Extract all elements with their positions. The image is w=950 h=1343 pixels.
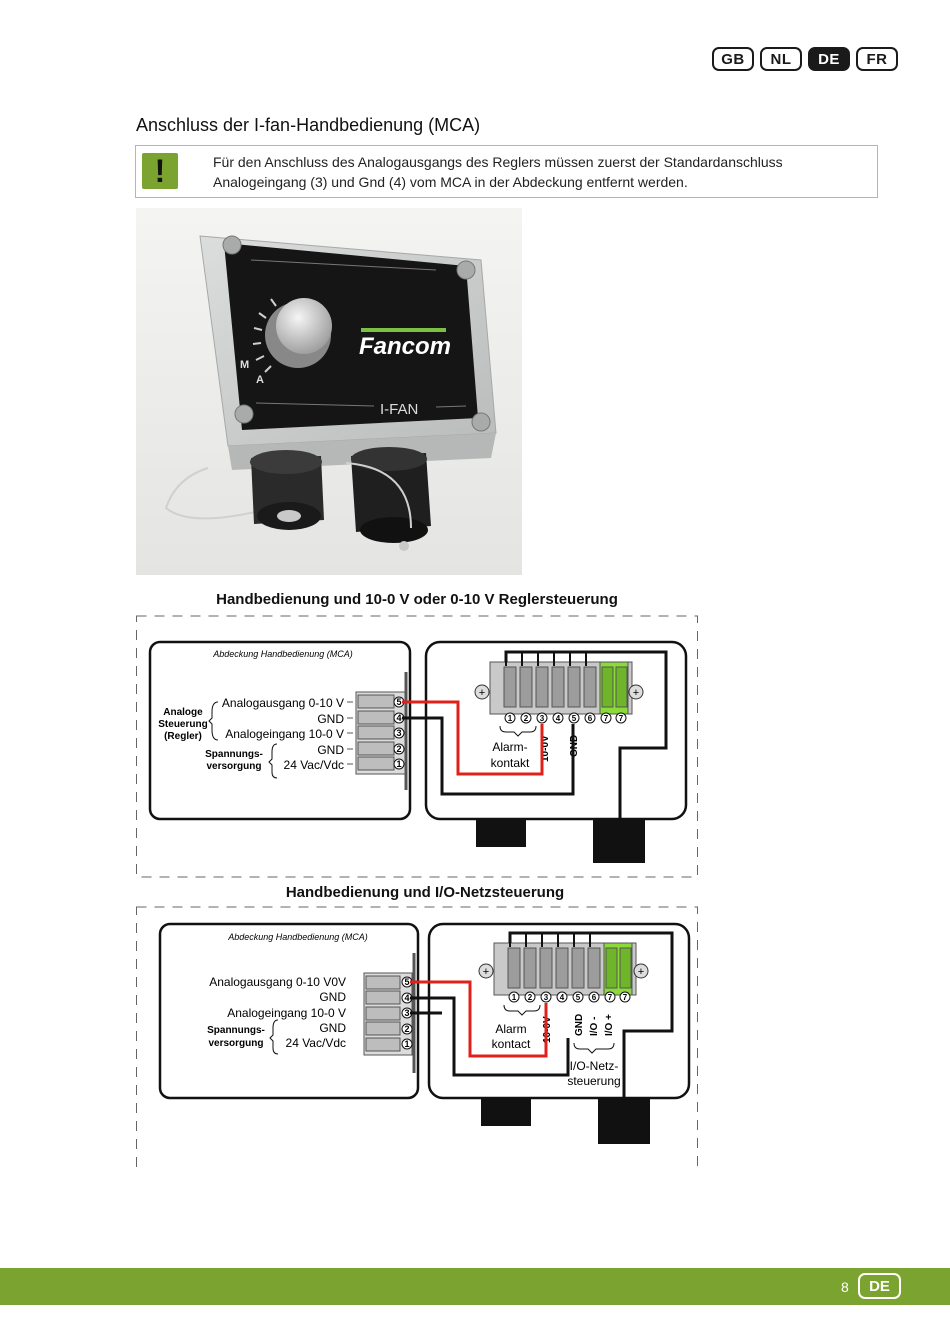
alarm2-label-1: Alarm	[495, 1022, 526, 1036]
wire2-red	[410, 980, 548, 1058]
terminal2-5: 5	[576, 993, 581, 1002]
notice-line-1: Für den Anschluss des Analogausgangs des…	[213, 154, 783, 170]
dial-label-m: M	[240, 359, 249, 371]
diagram-1-title: Handbedienung und 10-0 V oder 0-10 V Reg…	[216, 591, 618, 608]
dial-label-a: A	[256, 374, 264, 386]
mca-terminals	[357, 694, 395, 771]
row2-label-3: Analogeingang 10-0 V	[227, 1006, 346, 1020]
pin-3: 3	[396, 728, 401, 738]
pin-1: 1	[396, 759, 401, 769]
svg-text:+: +	[638, 966, 644, 978]
dial-scale	[252, 298, 277, 373]
group-analog-3: (Regler)	[164, 731, 202, 742]
wire-black	[402, 716, 575, 796]
cover-label-2: Abdeckung Handbedienung (MCA)	[227, 932, 368, 942]
warning-icon: !	[142, 153, 178, 189]
wiring-diagram-1: Abdeckung Handbedienung (MCA) Analoge St…	[136, 615, 698, 878]
svg-text:+: +	[479, 687, 485, 699]
pin2-5: 5	[404, 977, 409, 987]
io-control-label-1: I/O-Netz-	[570, 1059, 619, 1073]
terminal-4: 4	[556, 714, 561, 723]
label-io-minus: I/O -	[589, 1017, 600, 1036]
wiring-diagram-2: Abdeckung Handbedienung (MCA) Spannungs-…	[136, 906, 698, 1168]
pin2-1: 1	[404, 1039, 409, 1049]
notice-box: ! Für den Anschluss des Analogausgangs d…	[135, 145, 878, 198]
row-label-5: Analogausgang 0-10 V	[222, 696, 344, 710]
cable-gland-right	[351, 447, 431, 551]
row2-label-1: 24 Vac/Vdc	[286, 1036, 346, 1050]
terminal-2: 2	[524, 714, 529, 723]
cable-gland-left	[250, 450, 324, 530]
pin2-2: 2	[404, 1024, 409, 1034]
pin-2: 2	[396, 744, 401, 754]
mca-cover-box-2	[158, 922, 420, 1100]
terminal-7b: 7	[619, 714, 624, 723]
group-supply-2: versorgung	[206, 761, 261, 772]
terminal2-1: 1	[512, 993, 517, 1002]
group-supply-2-2: versorgung	[208, 1038, 263, 1049]
terminal2-7b: 7	[623, 993, 628, 1002]
pin-5: 5	[396, 697, 401, 707]
notice-text: Für den Anschluss des Analogausgangs des…	[213, 152, 783, 192]
label-10-0v: 10-0V	[540, 735, 551, 762]
notice-line-2: Analogeingang (3) und Gnd (4) vom MCA in…	[213, 174, 688, 190]
terminal-6: 6	[588, 714, 593, 723]
row2-label-4: GND	[319, 990, 346, 1004]
product-name-label: I-FAN	[380, 401, 418, 418]
diagram-2-title: Handbedienung und I/O-Netzsteuerung	[285, 884, 565, 901]
terminal2-7a: 7	[608, 993, 613, 1002]
terminal2-2: 2	[528, 993, 533, 1002]
cover-label: Abdeckung Handbedienung (MCA)	[212, 649, 353, 659]
row-label-3: Analogeingang 10-0 V	[225, 727, 344, 741]
terminal-7a: 7	[604, 714, 609, 723]
row-label-4: GND	[317, 712, 344, 726]
terminal2-3: 3	[544, 993, 549, 1002]
pin-4: 4	[396, 713, 401, 723]
terminal-3: 3	[540, 714, 545, 723]
lang-tab-de[interactable]: DE	[808, 47, 850, 71]
label2-gnd: GND	[574, 1014, 585, 1036]
row-label-2: GND	[317, 743, 344, 757]
lang-tab-nl[interactable]: NL	[760, 47, 802, 71]
terminal-1: 1	[508, 714, 513, 723]
section-title: Anschluss der I-fan-Handbedienung (MCA)	[136, 115, 481, 135]
group-supply-1: Spannungs-	[205, 749, 263, 760]
terminal2-6: 6	[592, 993, 597, 1002]
lang-tab-gb[interactable]: GB	[712, 47, 754, 71]
group-supply-2-1: Spannungs-	[207, 1025, 265, 1036]
language-tabs: GB NL DE FR	[712, 47, 898, 71]
row-label-1: 24 Vac/Vdc	[284, 758, 344, 772]
rotary-knob[interactable]	[276, 298, 332, 354]
terminal2-4: 4	[560, 993, 565, 1002]
svg-text:+: +	[483, 966, 489, 978]
page-number: 8	[841, 1279, 849, 1295]
wire-red	[402, 700, 544, 776]
alarm2-label-2: kontact	[492, 1037, 531, 1051]
io-control-label-2: steuerung	[567, 1074, 620, 1088]
group-analog-2: Steuerung	[158, 719, 207, 730]
pin2-4: 4	[404, 993, 409, 1003]
group-analog-1: Analoge	[163, 707, 203, 718]
alarm-label-1: Alarm-	[492, 740, 527, 754]
footer-language-tab[interactable]: DE	[858, 1273, 901, 1299]
terminal-5: 5	[572, 714, 577, 723]
lang-tab-fr[interactable]: FR	[856, 47, 898, 71]
product-photo: I-FAN Fancom M A	[136, 208, 522, 575]
alarm-label-2: kontakt	[491, 756, 530, 770]
mca-cover-box	[148, 640, 412, 821]
pin2-3: 3	[404, 1008, 409, 1018]
label-io-plus: I/O +	[604, 1014, 615, 1036]
row2-label-5: Analogausgang 0-10 V0V	[209, 975, 346, 989]
svg-text:+: +	[633, 687, 639, 699]
footer-bar: 8 DE	[0, 1268, 950, 1305]
row2-label-2: GND	[319, 1021, 346, 1035]
brand-logo-text: Fancom	[359, 333, 451, 360]
